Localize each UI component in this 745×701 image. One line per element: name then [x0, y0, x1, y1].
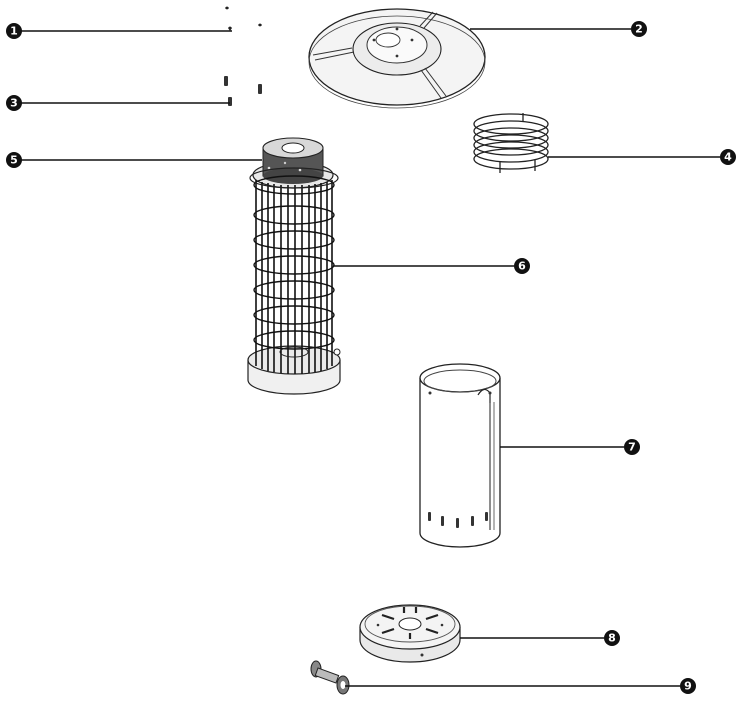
callout-1-label: 1 — [10, 25, 18, 38]
callout-8-label: 8 — [608, 632, 616, 645]
part-connector-fitting — [310, 660, 350, 695]
callout-2-label: 2 — [635, 23, 643, 36]
part-coil-ring — [473, 113, 549, 173]
callout-8: 8 — [604, 630, 620, 646]
part-bolts — [224, 76, 262, 106]
callout-9-label: 9 — [684, 680, 692, 693]
callout-1: 1 — [6, 23, 22, 39]
callout-5: 5 — [6, 152, 22, 168]
callout-6: 6 — [514, 258, 530, 274]
callout-5-label: 5 — [10, 154, 18, 167]
part-screws — [225, 6, 262, 31]
callout-3: 3 — [6, 95, 22, 111]
part-inner-cylinder — [419, 363, 501, 548]
part-base-plate — [359, 604, 461, 663]
callout-3-label: 3 — [10, 97, 18, 110]
part-top-cap — [252, 137, 334, 189]
callout-4-label: 4 — [724, 151, 732, 164]
callout-4: 4 — [720, 149, 736, 165]
callout-9: 9 — [680, 678, 696, 694]
callout-6-label: 6 — [518, 260, 526, 273]
callout-7: 7 — [624, 439, 640, 455]
callout-2: 2 — [631, 21, 647, 37]
part-glass-tube-guard — [247, 167, 341, 395]
leader-lines — [21, 28, 720, 687]
part-reflector-disc — [308, 8, 486, 109]
callout-7-label: 7 — [628, 441, 636, 454]
